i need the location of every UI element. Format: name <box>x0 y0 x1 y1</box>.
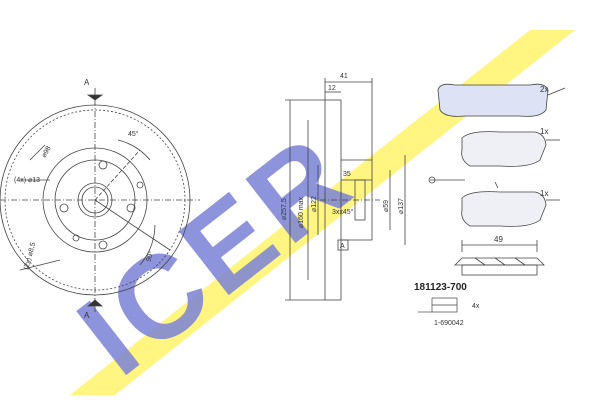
pad-side-profile <box>454 240 545 276</box>
bolt-hole <box>98 240 108 250</box>
brake-pad-top <box>437 83 566 117</box>
angle-top-label: 45° <box>128 130 139 138</box>
accessory-clip <box>418 297 458 313</box>
brand-logo-text: ICER <box>55 108 377 400</box>
bolt-hole <box>98 160 108 170</box>
pad-width-dim: 49 <box>494 235 503 244</box>
accessory-code: 1-690042 <box>434 320 464 327</box>
hat-depth-dim: 35 <box>343 171 351 178</box>
hole-dia-dim: (4x) ⌀13 <box>14 177 40 184</box>
friction-thickness-dim: 12 <box>328 85 336 92</box>
accessory-qty: 4x <box>472 303 480 310</box>
watermark-stripe <box>70 30 575 395</box>
pitch-dia-dim: ⌀137 <box>398 198 405 214</box>
chamfer-dim: 3xx45° <box>332 208 354 216</box>
outer-dia-dim: ⌀257,5 <box>281 198 288 220</box>
kit-part-number: 181123-700 <box>414 282 467 293</box>
angle-bottom-label: 90° <box>144 250 155 263</box>
locating-hole <box>72 234 80 242</box>
bolt-hole <box>59 203 69 213</box>
section-marker-top: A <box>84 78 90 87</box>
thickness-dim: 41 <box>340 73 348 80</box>
disc-front-view <box>0 88 200 312</box>
section-marker-bottom: A <box>84 311 90 320</box>
pad-bottom-qty: 1x <box>540 189 548 198</box>
section-label: A <box>340 243 345 250</box>
hub-dia-dim: ⌀59 <box>383 200 390 212</box>
brake-pad-bottom <box>428 176 560 227</box>
pad-mid-qty: 1x <box>540 127 548 136</box>
bore-dia-dim: ⌀122 <box>311 196 318 212</box>
disc-section-view <box>285 78 406 301</box>
locating-hole <box>136 181 144 189</box>
brand-logo: ICER <box>55 108 377 400</box>
min-thickness-dim: ⌀160 max <box>298 196 305 228</box>
pad-top-qty: 2x <box>540 85 548 94</box>
brake-pad-mid <box>461 131 560 167</box>
bolt-hole <box>126 203 136 213</box>
